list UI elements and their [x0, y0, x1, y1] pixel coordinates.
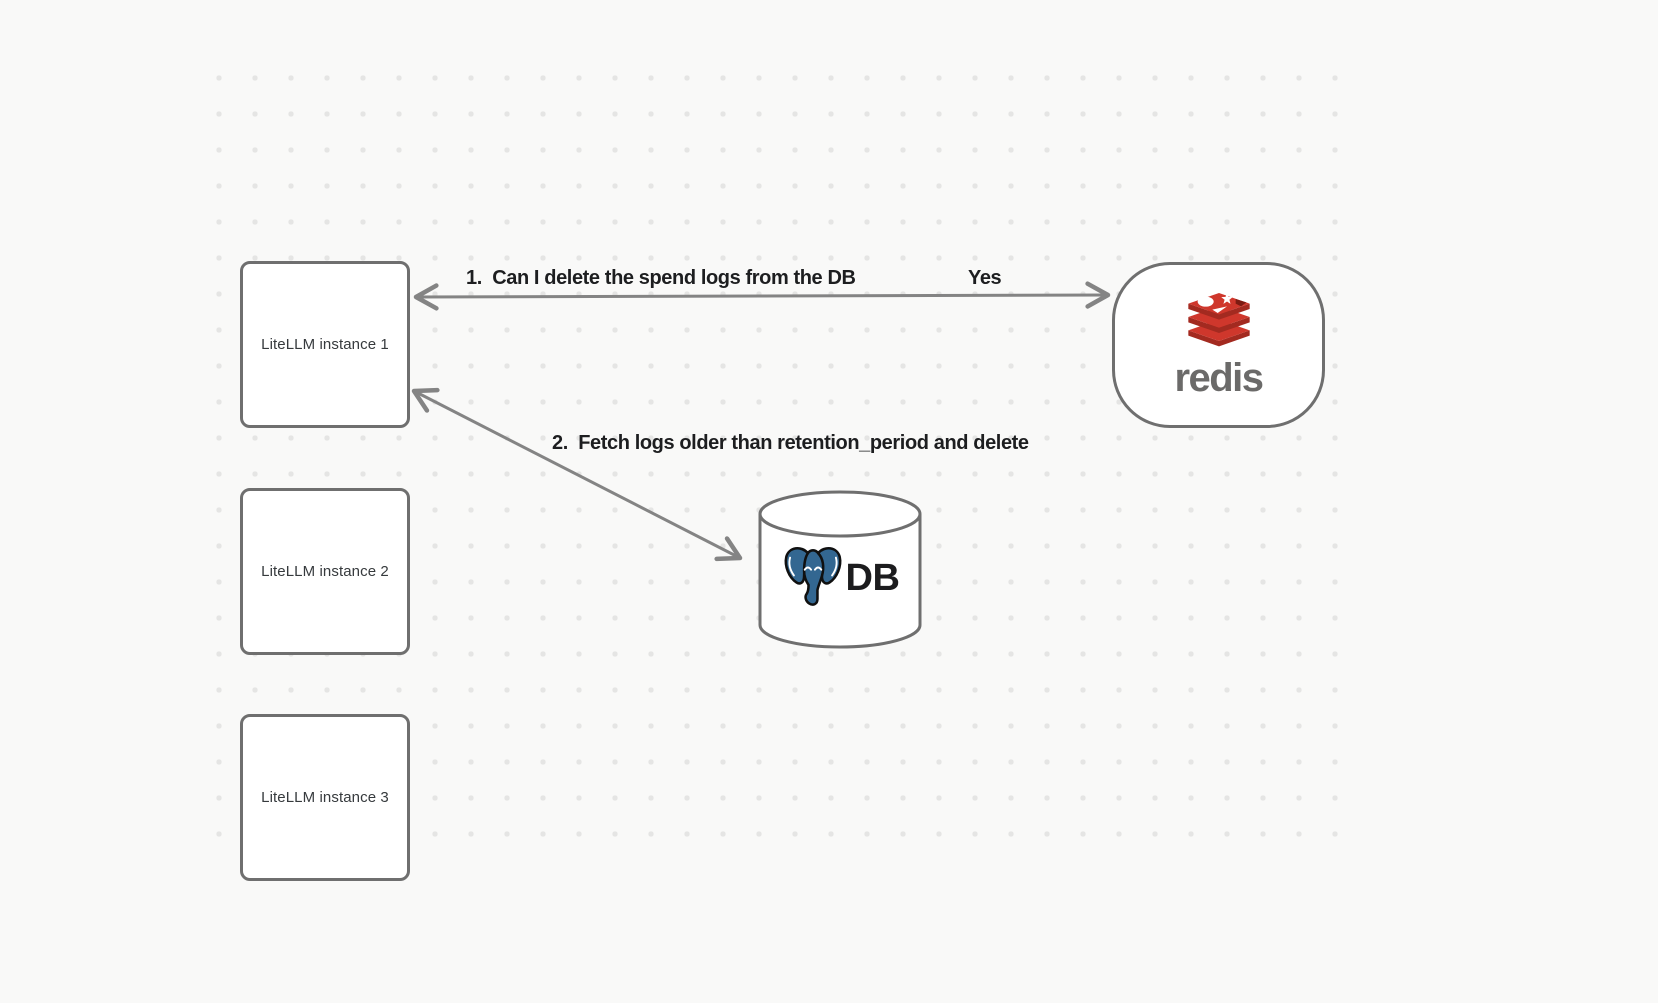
- arrow-1-response-label[interactable]: Yes: [968, 267, 1002, 289]
- node-redis[interactable]: redis: [1112, 262, 1325, 428]
- node-label: LiteLLM instance 2: [261, 563, 389, 580]
- node-database[interactable]: DB: [757, 489, 923, 652]
- db-label: DB: [845, 556, 900, 599]
- arrow-2-label[interactable]: 2. Fetch logs older than retention_perio…: [552, 432, 1029, 454]
- node-litellm-instance-2[interactable]: LiteLLM instance 2: [240, 488, 410, 655]
- node-litellm-instance-1[interactable]: LiteLLM instance 1: [240, 261, 410, 428]
- postgresql-elephant-icon: [784, 547, 841, 606]
- node-label: LiteLLM instance 1: [261, 336, 389, 353]
- redis-logo-icon: [1187, 292, 1250, 346]
- redis-wordmark: redis: [1174, 355, 1264, 400]
- node-label: LiteLLM instance 3: [261, 789, 389, 806]
- node-litellm-instance-3[interactable]: LiteLLM instance 3: [240, 714, 410, 881]
- arrow-1-label[interactable]: 1. Can I delete the spend logs from the …: [466, 267, 856, 289]
